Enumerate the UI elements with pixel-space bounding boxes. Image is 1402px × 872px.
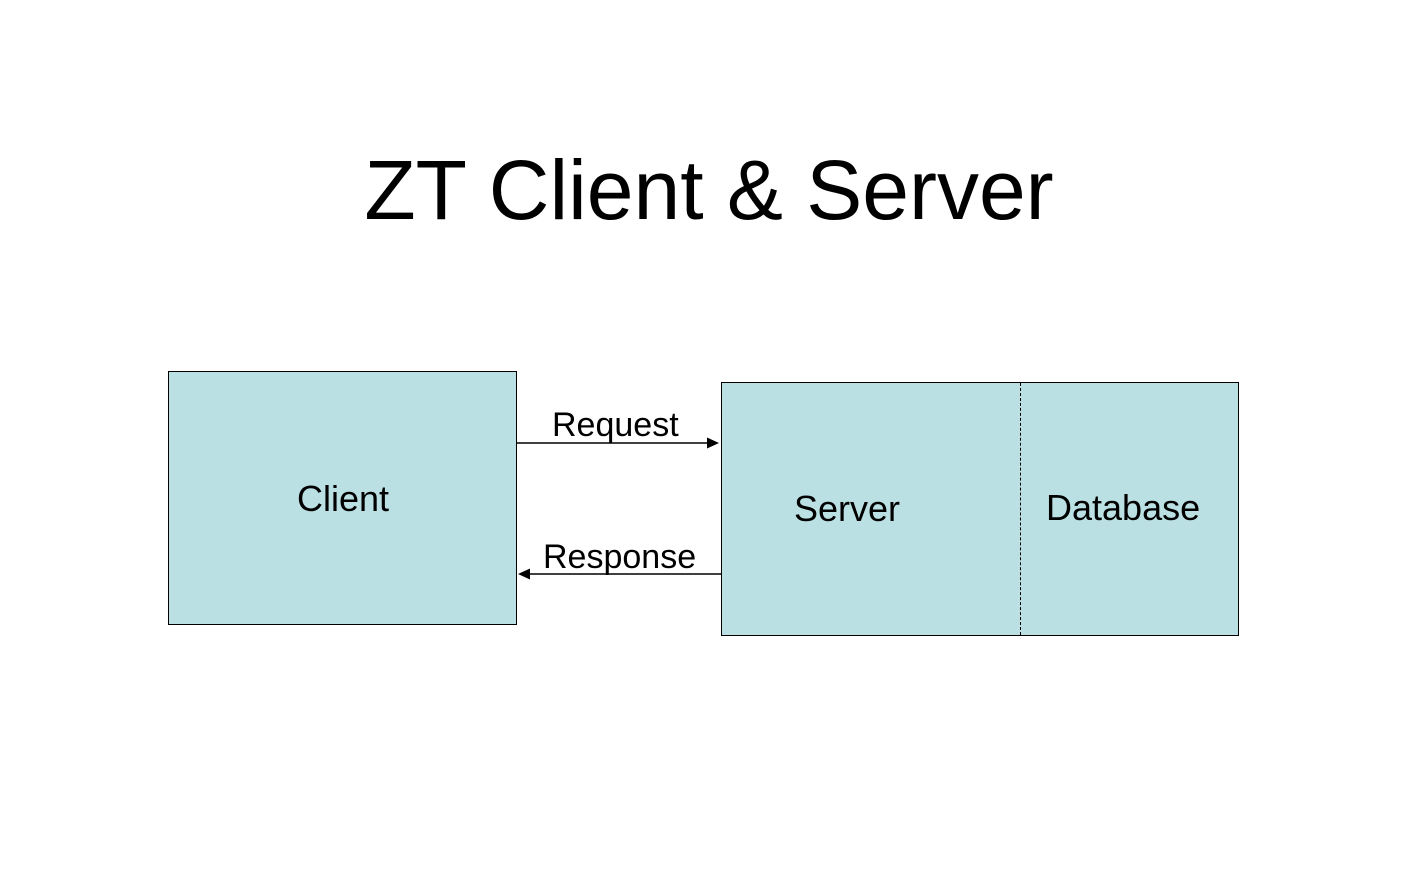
client-label: Client (297, 478, 390, 519)
request-arrow (517, 437, 719, 449)
client-box: Client (168, 371, 517, 625)
database-label: Database (1046, 487, 1201, 528)
server-database-divider (1020, 383, 1021, 635)
server-label: Server (794, 488, 901, 529)
server-box: Server Database (721, 382, 1239, 636)
slide-title: ZT Client & Server (364, 143, 1054, 237)
response-arrow (518, 568, 721, 580)
response-label: Response (543, 538, 697, 576)
request-label: Request (552, 406, 679, 444)
